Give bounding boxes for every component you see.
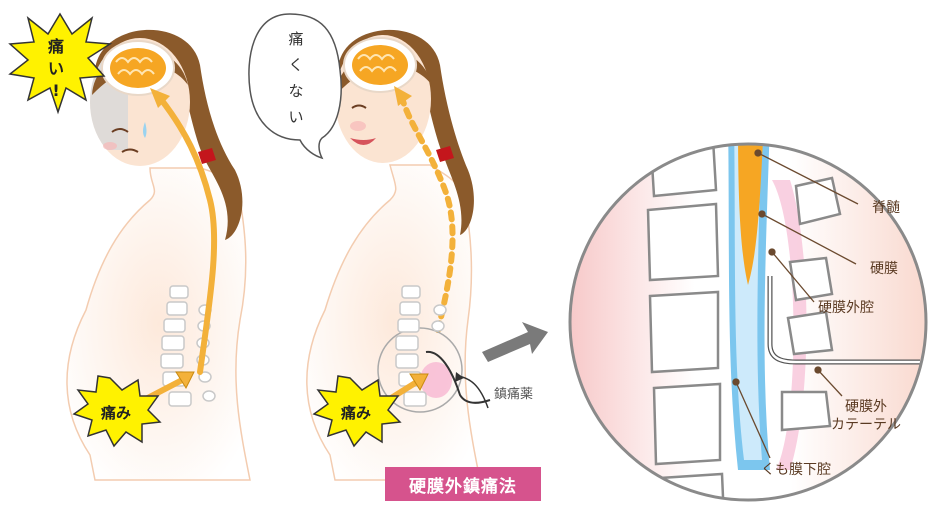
- left-pain-label: 痛み: [100, 404, 131, 422]
- drug-label: 鎮痛薬: [494, 386, 533, 402]
- zoom-arrow: [482, 322, 548, 362]
- shout-char-1: 痛: [47, 37, 64, 56]
- middle-brain: [352, 45, 408, 85]
- speech-char-4: い: [288, 108, 303, 126]
- speech-bubble: 痛 く な い: [249, 14, 341, 158]
- title-banner: 硬膜外鎮痛法: [385, 467, 541, 501]
- shout-char-2: い: [48, 59, 64, 78]
- label-catheter-line2: カテーテル: [831, 417, 901, 433]
- shout-char-3: !: [52, 81, 59, 100]
- speech-char-3: な: [288, 82, 303, 100]
- label-epidural-space: 硬膜外腔: [818, 300, 874, 316]
- left-brain: [110, 48, 166, 88]
- label-subarachnoid: くも膜下腔: [761, 462, 831, 478]
- label-dura: 硬膜: [870, 261, 898, 277]
- detail-vertebrae: [648, 122, 724, 505]
- speech-char-2: く: [288, 56, 303, 74]
- speech-char-1: 痛: [288, 30, 303, 48]
- label-spinal-cord: 脊髄: [872, 200, 900, 216]
- detail-magnified-view: 脊髄 硬膜 硬膜外腔 硬膜外 カテーテル くも膜下腔: [570, 120, 926, 505]
- middle-pain-label: 痛み: [340, 404, 371, 422]
- label-catheter-line1: 硬膜外: [845, 399, 887, 415]
